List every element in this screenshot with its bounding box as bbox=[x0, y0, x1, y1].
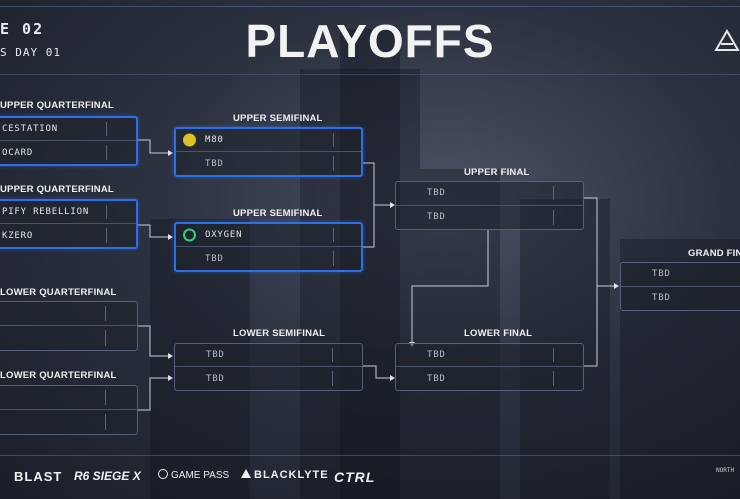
team-slot[interactable] bbox=[0, 410, 137, 434]
team-name: TBD bbox=[652, 293, 671, 304]
team-slot[interactable] bbox=[0, 302, 137, 326]
match-lower-qf-1[interactable] bbox=[0, 301, 138, 351]
team-name: CESTATION bbox=[2, 124, 58, 134]
team-slot[interactable]: TBD bbox=[396, 182, 583, 206]
team-slot[interactable]: TBD bbox=[175, 344, 362, 367]
match-lower-qf-2[interactable] bbox=[0, 385, 138, 435]
score-divider bbox=[105, 414, 106, 430]
score-divider bbox=[553, 186, 554, 201]
team-slot[interactable]: KZERO bbox=[0, 224, 136, 247]
team-slot[interactable]: TBD bbox=[175, 367, 362, 390]
team-slot[interactable] bbox=[0, 326, 137, 350]
sponsor-blacklyte: BLACKLYTE bbox=[241, 469, 329, 481]
score-divider bbox=[333, 251, 334, 266]
team-slot[interactable]: CESTATION bbox=[0, 118, 136, 141]
team-slot[interactable]: TBD bbox=[176, 152, 361, 175]
blacklyte-icon bbox=[241, 469, 251, 478]
round-label-lower-qf-1: LOWER QUARTERFINAL bbox=[0, 287, 117, 298]
score-divider bbox=[333, 156, 334, 171]
round-label-upper-qf-2: UPPER QUARTERFINAL bbox=[0, 184, 114, 195]
match-lower-sf[interactable]: TBD TBD bbox=[174, 343, 363, 391]
m80-logo-icon bbox=[183, 133, 196, 147]
team-name: TBD bbox=[206, 350, 225, 360]
team-name: TBD bbox=[205, 253, 224, 264]
team-slot[interactable]: OCARD bbox=[0, 141, 136, 164]
match-lower-final[interactable]: TBD TBD bbox=[395, 343, 584, 391]
score-divider bbox=[105, 390, 106, 405]
page-title: PLAYOFFS bbox=[245, 15, 495, 67]
score-divider bbox=[106, 204, 107, 220]
round-label-upper-sf-1: UPPER SEMIFINAL bbox=[233, 113, 323, 124]
team-name: TBD bbox=[427, 188, 446, 199]
team-name: PIFY REBELLION bbox=[2, 207, 90, 217]
blast-logo-icon bbox=[714, 29, 740, 51]
round-label-lower-qf-2: LOWER QUARTERFINAL bbox=[0, 370, 117, 381]
team-slot[interactable]: TBD bbox=[621, 287, 740, 311]
round-label-lower-final: LOWER FINAL bbox=[464, 328, 533, 339]
match-upper-sf-1[interactable]: M80 TBD bbox=[174, 127, 363, 177]
team-slot[interactable]: PIFY REBELLION bbox=[0, 201, 136, 224]
team-name: TBD bbox=[427, 373, 446, 384]
score-divider bbox=[553, 371, 554, 386]
footer-line bbox=[0, 455, 740, 456]
match-grand-final[interactable]: TBD TBD bbox=[620, 262, 740, 311]
round-label-lower-sf: LOWER SEMIFINAL bbox=[233, 328, 326, 339]
team-name: M80 bbox=[205, 135, 224, 145]
header-bottom-line bbox=[0, 74, 740, 75]
score-divider bbox=[333, 132, 334, 148]
round-label-upper-sf-2: UPPER SEMIFINAL bbox=[233, 208, 323, 219]
score-divider bbox=[553, 347, 554, 363]
sponsor-gamepass: GAME PASS bbox=[158, 469, 229, 481]
team-slot[interactable]: TBD bbox=[396, 206, 583, 230]
team-name: TBD bbox=[652, 269, 671, 280]
team-slot[interactable]: TBD bbox=[396, 344, 583, 367]
team-slot[interactable] bbox=[0, 386, 137, 410]
sponsor-blacklyte-label: BLACKLYTE bbox=[254, 469, 329, 481]
team-name: TBD bbox=[427, 212, 446, 223]
round-label-grand-final: GRAND FINAL bbox=[688, 248, 740, 259]
score-divider bbox=[106, 228, 107, 243]
score-divider bbox=[332, 347, 333, 363]
match-upper-qf-1[interactable]: CESTATION OCARD bbox=[0, 116, 138, 166]
header-top-line bbox=[0, 6, 740, 7]
score-divider bbox=[106, 121, 107, 137]
team-slot[interactable]: TBD bbox=[621, 263, 740, 287]
team-slot[interactable]: M80 bbox=[176, 129, 361, 152]
stage-label: E 02 bbox=[0, 20, 45, 38]
match-upper-final[interactable]: TBD TBD bbox=[395, 181, 584, 230]
score-divider bbox=[332, 371, 333, 386]
score-divider bbox=[553, 209, 554, 225]
corner-text: NORTH bbox=[716, 467, 735, 474]
round-label-upper-final: UPPER FINAL bbox=[464, 167, 530, 178]
score-divider bbox=[105, 306, 106, 321]
team-name: KZERO bbox=[2, 230, 34, 241]
team-name: OCARD bbox=[2, 147, 34, 158]
team-slot[interactable]: OXYGEN bbox=[176, 224, 361, 247]
round-label-upper-qf-1: UPPER QUARTERFINAL bbox=[0, 100, 114, 111]
team-name: OXYGEN bbox=[205, 230, 243, 240]
xbox-icon bbox=[158, 469, 168, 479]
team-slot[interactable]: TBD bbox=[176, 247, 361, 270]
day-label: S DAY 01 bbox=[0, 46, 61, 59]
team-name: TBD bbox=[206, 373, 225, 384]
sponsor-ctrl: CTRL bbox=[334, 469, 376, 485]
team-slot[interactable]: TBD bbox=[396, 367, 583, 390]
score-divider bbox=[333, 227, 334, 243]
match-upper-qf-2[interactable]: PIFY REBELLION KZERO bbox=[0, 199, 138, 249]
score-divider bbox=[105, 330, 106, 346]
sponsor-gamepass-label: GAME PASS bbox=[171, 470, 230, 481]
team-name: TBD bbox=[427, 350, 446, 360]
score-divider bbox=[106, 145, 107, 160]
sponsor-blast: BLAST bbox=[14, 469, 63, 484]
team-name: TBD bbox=[205, 158, 224, 169]
sponsor-siege: R6 SIEGE X bbox=[74, 469, 141, 483]
match-upper-sf-2[interactable]: OXYGEN TBD bbox=[174, 222, 363, 272]
oxygen-logo-icon bbox=[183, 228, 196, 242]
